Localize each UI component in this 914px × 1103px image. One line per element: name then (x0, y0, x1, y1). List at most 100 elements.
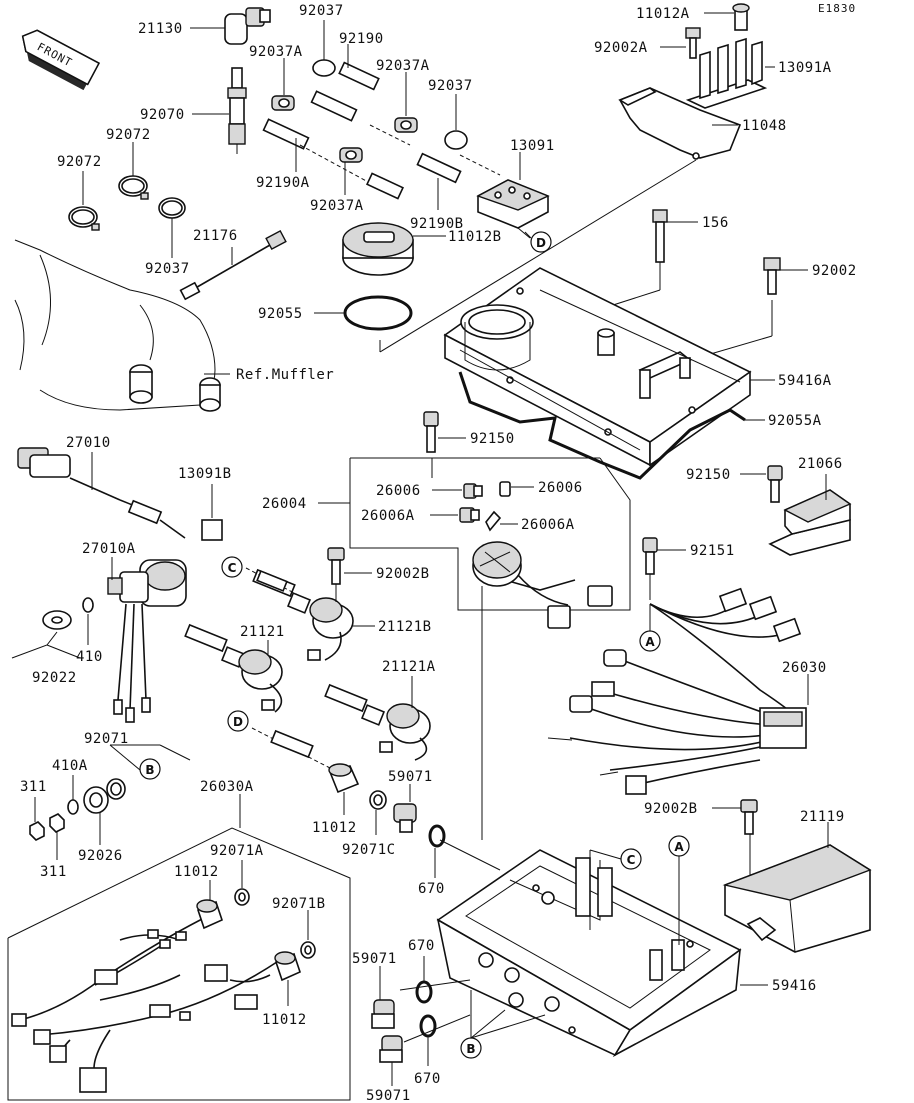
label-92151: 92151 (690, 543, 735, 559)
label-92002A: 92002A (594, 40, 648, 56)
hose-92190B (365, 152, 462, 200)
label-59071-c: 59071 (366, 1088, 411, 1103)
label-59071-a: 59071 (388, 769, 433, 785)
label-26006-l: 26006 (376, 483, 421, 499)
label-59416: 59416 (772, 978, 817, 994)
fuse-box-26004 (472, 541, 613, 629)
washer-410A (67, 799, 79, 815)
label-59071-b: 59071 (352, 951, 397, 967)
nut-311-a (29, 821, 45, 841)
cap-11012B (342, 222, 414, 276)
regulator-21066 (768, 489, 852, 556)
label-26006A-l: 26006A (361, 508, 415, 524)
label-27010A: 27010A (82, 541, 136, 557)
bolt-92150-b (767, 465, 783, 503)
label-21119: 21119 (800, 809, 845, 825)
label-92190A: 92190A (256, 175, 310, 191)
marker-A-1: A (639, 630, 661, 652)
cap-11012-a (328, 763, 360, 794)
clamp-92037A-r (394, 117, 418, 133)
fuse-26006A-l (459, 507, 480, 523)
grommet-92071 (106, 778, 126, 800)
marker-D-2: D (227, 710, 249, 732)
gasket-92055A (458, 371, 746, 480)
label-21176: 21176 (193, 228, 238, 244)
lead-27010 (17, 447, 186, 539)
clamp-92037A-l (271, 95, 295, 111)
grommet-92071C (369, 790, 387, 810)
label-410: 410 (76, 649, 103, 665)
label-311-b: 311 (40, 864, 67, 880)
svg-text:C: C (627, 853, 636, 867)
label-311-a: 311 (20, 779, 47, 795)
label-92150-b: 92150 (686, 467, 731, 483)
label-26030A: 26030A (200, 779, 254, 795)
wire-harness-26030 (547, 587, 807, 795)
frame-26004 (349, 457, 631, 611)
coil-21121 (184, 623, 283, 713)
label-11012-b: 11012 (174, 864, 219, 880)
electrical-case-cover-59416A (443, 267, 752, 467)
grommet-92071A (234, 888, 250, 906)
label-156: 156 (702, 215, 729, 231)
bolt-156 (652, 209, 668, 263)
label-92072-b: 92072 (106, 127, 151, 143)
label-670-b: 670 (408, 938, 435, 954)
label-92150-a: 92150 (470, 431, 515, 447)
cap-11012-b (196, 899, 223, 930)
fitting-59071-c (379, 1035, 403, 1063)
label-26006-r: 26006 (538, 480, 583, 496)
fitting-11012A (732, 3, 750, 31)
fuse-26006-r (499, 481, 511, 497)
front-arrow-icon: FRONT (21, 29, 100, 91)
hose-92190A (262, 90, 358, 150)
grommet-92071B (300, 941, 316, 959)
bolt-92151 (642, 537, 658, 575)
label-410A: 410A (52, 758, 88, 774)
sensor-21176 (179, 229, 287, 301)
spark-plug (227, 67, 247, 154)
label-11048: 11048 (742, 118, 787, 134)
label-21066: 21066 (798, 456, 843, 472)
label-92026: 92026 (78, 848, 123, 864)
label-670-c: 670 (414, 1071, 441, 1087)
label-59416A: 59416A (778, 373, 832, 389)
label-92037A-b: 92037A (310, 198, 364, 214)
label-21121A: 21121A (382, 659, 436, 675)
label-92071A: 92071A (210, 843, 264, 859)
svg-text:A: A (645, 635, 655, 649)
label-92037A-l: 92037A (249, 44, 303, 60)
label-21121: 21121 (240, 624, 285, 640)
ref-muffler-label: Ref.Muffler (236, 367, 334, 383)
svg-text:B: B (145, 763, 154, 777)
bracket-11048 (618, 87, 742, 160)
label-92037-b: 92037 (145, 261, 190, 277)
label-670-a: 670 (418, 881, 445, 897)
label-27010: 27010 (66, 435, 111, 451)
grommet-92026 (83, 786, 109, 814)
label-26004: 26004 (262, 496, 307, 512)
label-11012-a: 11012 (312, 820, 357, 836)
svg-text:A: A (674, 840, 684, 854)
bolt-92002A (685, 27, 701, 59)
label-26030: 26030 (782, 660, 827, 676)
marker-C-1: C (221, 556, 243, 578)
nut-311-b (49, 813, 65, 833)
marker-B-1: B (139, 758, 161, 780)
label-92071C: 92071C (342, 842, 396, 858)
switch-27010A (107, 559, 187, 723)
clamp-92037-top (312, 59, 336, 77)
label-11012A: 11012A (636, 6, 690, 22)
ignitor-21119 (722, 844, 872, 953)
label-92037-r: 92037 (428, 78, 473, 94)
spark-plug-cap (224, 7, 271, 45)
label-26006A-r: 26006A (521, 517, 575, 533)
label-92190: 92190 (339, 31, 384, 47)
coil-21121A (324, 683, 431, 761)
o-ring-670-c (419, 1014, 437, 1038)
fitting-59071-b (371, 999, 395, 1029)
muffler-reference (14, 239, 221, 412)
connector-block-13091 (476, 179, 550, 229)
fuse-26006-l (463, 483, 483, 499)
washer-92022 (42, 610, 72, 630)
